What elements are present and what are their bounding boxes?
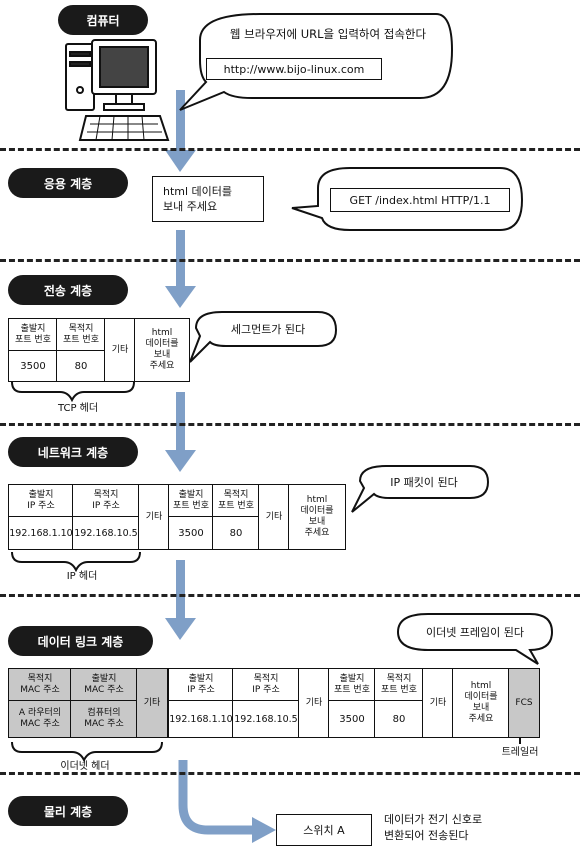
computer-icon	[65, 39, 170, 141]
dl-dst-ip-header: 목적지 IP 주소	[232, 668, 300, 702]
layer-label-transport: 전송 계층	[8, 275, 128, 305]
layer-label-datalink: 데이터 링크 계층	[8, 626, 153, 656]
ip-dst-addr-value: 192.168.10.5	[72, 516, 140, 550]
eth-fcs-field: FCS	[508, 668, 540, 738]
frame-speech-bubble	[396, 613, 554, 665]
app-data-line1: html 데이터를	[163, 185, 233, 198]
tcp-src-port-value: 3500	[8, 350, 58, 382]
segment-bubble-text: 세그먼트가 된다	[230, 323, 306, 336]
dl-src-ip-value: 192.168.1.10	[168, 700, 234, 738]
ip-etc-field: 기타	[138, 484, 170, 550]
net-dst-port-header: 목적지 포트 번호	[212, 484, 260, 518]
section-divider	[0, 594, 580, 597]
flow-arrow-1	[165, 90, 196, 172]
dl-dst-port-value: 80	[374, 700, 424, 738]
dl-src-ip-header: 출발지 IP 주소	[168, 668, 234, 702]
dl-src-port-value: 3500	[328, 700, 376, 738]
physical-note-line1: 데이터가 전기 신호로	[384, 813, 483, 826]
section-divider	[0, 148, 580, 151]
dl-dst-ip-value: 192.168.10.5	[232, 700, 300, 738]
physical-note: 데이터가 전기 신호로 변환되어 전송된다	[384, 812, 524, 844]
dl-tcp-etc-field: 기타	[422, 668, 454, 738]
http-request-box: GET /index.html HTTP/1.1	[330, 188, 510, 212]
tcp-etc-field: 기타	[104, 318, 136, 382]
eth-src-mac-header: 출발지 MAC 주소	[70, 668, 138, 702]
dl-payload: html 데이터를 보내 주세요	[452, 668, 510, 738]
ethernet-header-label: 이더넷 헤더	[60, 761, 110, 772]
ip-header-brace	[11, 551, 141, 573]
switch-box: 스위치 A	[276, 814, 372, 846]
eth-src-mac-value: 컴퓨터의 MAC 주소	[70, 700, 138, 738]
section-divider	[0, 772, 580, 775]
eth-etc-field: 기타	[136, 668, 168, 738]
url-box: http://www.bijo-linux.com	[206, 58, 382, 80]
flow-arrow-2	[165, 230, 196, 308]
app-data-box: html 데이터를 보내 주세요	[152, 176, 264, 222]
ethernet-header-brace	[11, 741, 163, 763]
eth-dst-mac-header: 목적지 MAC 주소	[8, 668, 72, 702]
net-tcp-etc-field: 기타	[258, 484, 290, 550]
net-dst-port-value: 80	[212, 516, 260, 550]
layer-label-computer: 컴퓨터	[58, 5, 148, 35]
segment-speech-bubble	[189, 311, 338, 363]
flow-arrow-physical	[178, 760, 276, 843]
flow-arrow-4	[165, 560, 196, 640]
tcp-dst-port-header: 목적지 포트 번호	[56, 318, 106, 352]
section-divider	[0, 423, 580, 426]
app-data-line2: 보내 주세요	[163, 200, 218, 213]
dl-ip-etc-field: 기타	[298, 668, 330, 738]
layer-label-physical: 물리 계층	[8, 796, 128, 826]
layer-label-application: 응용 계층	[8, 168, 128, 198]
dl-dst-port-header: 목적지 포트 번호	[374, 668, 424, 702]
net-payload: html 데이터를 보내 주세요	[288, 484, 346, 550]
tcp-dst-port-value: 80	[56, 350, 106, 382]
eth-dst-mac-value: A 라우터의 MAC 주소	[8, 700, 72, 738]
trailer-label: 트레일러	[501, 747, 539, 758]
net-src-port-value: 3500	[168, 516, 214, 550]
ip-dst-addr-header: 목적지 IP 주소	[72, 484, 140, 518]
ip-src-addr-header: 출발지 IP 주소	[8, 484, 74, 518]
ip-header-label: IP 헤더	[66, 571, 98, 582]
tcp-header-brace	[11, 381, 135, 403]
browser-action-text: 웹 브라우저에 URL을 입력하여 접속한다	[229, 27, 427, 41]
section-divider	[0, 259, 580, 262]
net-src-port-header: 출발지 포트 번호	[168, 484, 214, 518]
physical-note-line2: 변환되어 전송된다	[384, 829, 469, 842]
packet-speech-bubble	[351, 465, 490, 513]
flow-arrow-3	[165, 392, 196, 472]
ip-src-addr-value: 192.168.1.10	[8, 516, 74, 550]
dl-src-port-header: 출발지 포트 번호	[328, 668, 376, 702]
tcp-header-label: TCP 헤더	[57, 403, 99, 414]
tcp-src-port-header: 출발지 포트 번호	[8, 318, 58, 352]
layer-label-network: 네트워크 계층	[8, 437, 138, 467]
tcp-payload: html 데이터를 보내 주세요	[134, 318, 190, 382]
frame-bubble-text: 이더넷 프레임이 된다	[425, 626, 525, 639]
packet-bubble-text: IP 패킷이 된다	[390, 476, 458, 489]
